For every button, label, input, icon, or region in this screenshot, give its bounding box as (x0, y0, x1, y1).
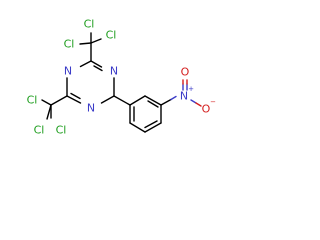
nitro-nitrogen-label: N (180, 90, 188, 103)
trichloromethyl-left (41, 95, 68, 120)
bond (113, 95, 131, 106)
bond (50, 95, 68, 106)
bond (147, 100, 159, 108)
chlorine-label: Cl (56, 124, 67, 137)
bond (100, 95, 115, 104)
bond (144, 120, 158, 129)
bond (66, 95, 82, 104)
bond (195, 102, 202, 107)
bond (190, 99, 197, 104)
chlorine-label: Cl (84, 18, 95, 31)
ring-nitrogen-label: N (87, 102, 95, 115)
phenyl-ring (113, 95, 162, 133)
bond (41, 99, 52, 106)
bond (144, 95, 162, 106)
ring-nitrogen-label: N (64, 65, 72, 78)
bond (129, 95, 146, 106)
nitro-oxygen-label: O (202, 103, 211, 116)
atom-labels: N N N Cl Cl Cl Cl Cl Cl N + O O − (27, 18, 216, 137)
nitro-oxygen-label: O (181, 66, 190, 79)
nitro-nitrogen-charge: + (188, 85, 194, 93)
ring-nitrogen-label: N (110, 65, 118, 78)
bond (144, 122, 162, 133)
bond (129, 122, 146, 133)
chlorine-label: Cl (34, 124, 45, 137)
bond (46, 104, 52, 120)
nitro-group (160, 79, 202, 107)
trichloromethyl-top (79, 32, 102, 62)
bond (160, 98, 172, 106)
triazine-ring (66, 60, 115, 104)
chlorine-label: Cl (64, 38, 75, 51)
bond (90, 60, 103, 68)
bond (170, 95, 177, 101)
bond (90, 38, 102, 44)
chemical-structure: N N N Cl Cl Cl Cl Cl Cl N + O O − (27, 18, 216, 137)
chlorine-label: Cl (27, 94, 38, 107)
bond (79, 60, 92, 68)
bond (70, 92, 81, 100)
chlorine-label: Cl (106, 29, 117, 42)
bond (93, 65, 103, 72)
nitro-oxygen-charge: − (210, 98, 216, 106)
bond (79, 42, 92, 45)
